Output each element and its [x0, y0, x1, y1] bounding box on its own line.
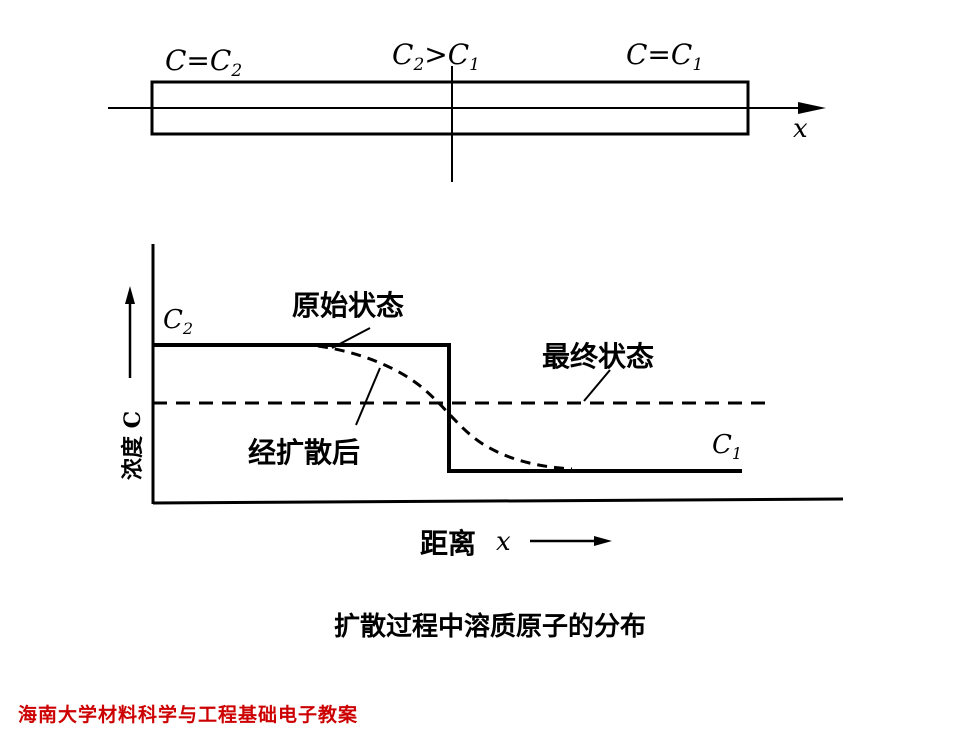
footer-text: 海南大学材料科学与工程基础电子教案 — [18, 704, 359, 726]
final-state-leader — [583, 369, 611, 402]
y-axis-arrow-head — [125, 286, 135, 304]
original-state-curve — [153, 343, 742, 473]
x-axis-symbol: x — [496, 527, 511, 557]
right-concentration-label: C=C1 — [626, 38, 703, 75]
top-axis-arrow — [798, 102, 826, 114]
y-axis-title: 浓度 C — [120, 411, 146, 480]
c2-label: C2 — [163, 305, 193, 338]
x-axis-arrow-head — [594, 536, 612, 546]
original-state-label: 原始状态 — [292, 289, 404, 322]
after-diffusion-leader — [355, 367, 381, 426]
top-bar-diagram: C=C2 C2>C1 C=C1 x — [108, 38, 826, 182]
x-axis-label: 距离 — [420, 527, 476, 560]
x-axis-line — [152, 497, 844, 505]
after-diffusion-label: 经扩散后 — [248, 436, 360, 469]
original-state-leader — [331, 327, 371, 349]
concentration-graph: 浓度 C C2 C1 原始状态 最终状态 经扩散后 距离 x — [120, 244, 844, 560]
final-state-label: 最终状态 — [542, 340, 654, 373]
left-concentration-label: C=C2 — [165, 44, 242, 81]
y-axis-label: 浓度 C — [120, 411, 146, 480]
bar-rectangle — [150, 80, 750, 136]
top-axis-x-label: x — [793, 114, 808, 144]
after-diffusion-curve — [317, 344, 573, 471]
middle-concentration-label: C2>C1 — [392, 38, 480, 75]
c1-label: C1 — [712, 430, 742, 463]
figure-caption: 扩散过程中溶质原子的分布 — [333, 612, 646, 642]
